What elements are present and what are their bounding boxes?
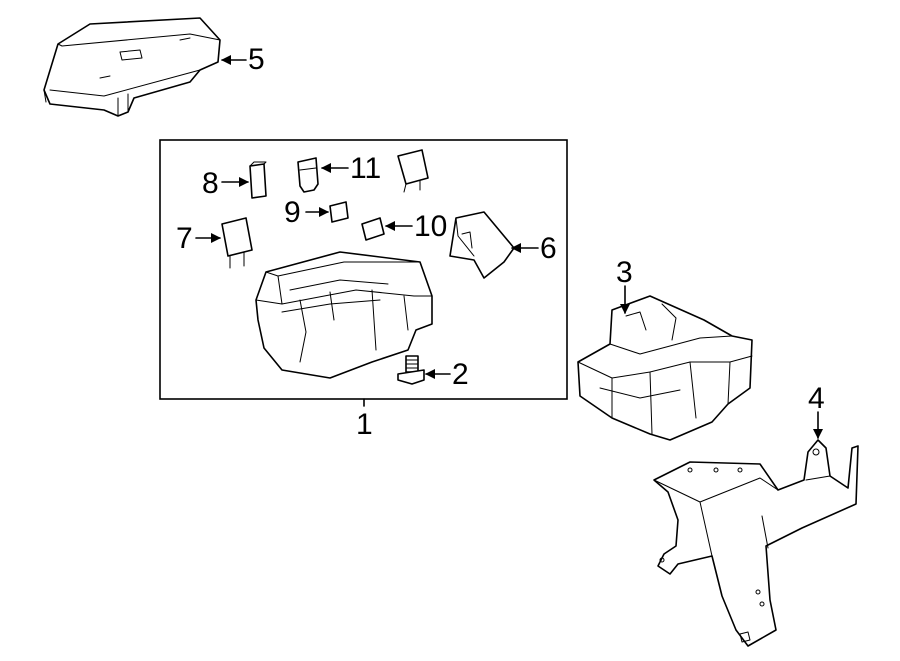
fuse-part-10 xyxy=(361,217,385,241)
callout-10: 10 xyxy=(414,210,447,243)
fuse-part-8 xyxy=(249,161,267,199)
callout-4: 4 xyxy=(808,382,825,415)
callout-1: 1 xyxy=(356,408,373,441)
bolt-part-2 xyxy=(397,355,425,385)
callout-8: 8 xyxy=(202,167,219,200)
lower-housing-part-3 xyxy=(577,295,753,441)
bracket-part-6 xyxy=(449,211,515,279)
relay-part-11 xyxy=(297,157,319,193)
relay-large xyxy=(397,149,429,193)
callout-2: 2 xyxy=(452,358,469,391)
callout-6: 6 xyxy=(540,232,557,265)
callout-11: 11 xyxy=(350,152,381,185)
fuse-box-base xyxy=(255,251,433,379)
callout-5: 5 xyxy=(248,43,265,76)
callout-9: 9 xyxy=(284,196,301,229)
mounting-bracket-part-4 xyxy=(653,439,859,647)
fuse-part-9 xyxy=(329,201,349,223)
callout-3: 3 xyxy=(616,256,633,289)
callout-7: 7 xyxy=(176,222,193,255)
relay-part-7 xyxy=(221,217,253,269)
fuse-box-cover-part xyxy=(43,17,221,117)
